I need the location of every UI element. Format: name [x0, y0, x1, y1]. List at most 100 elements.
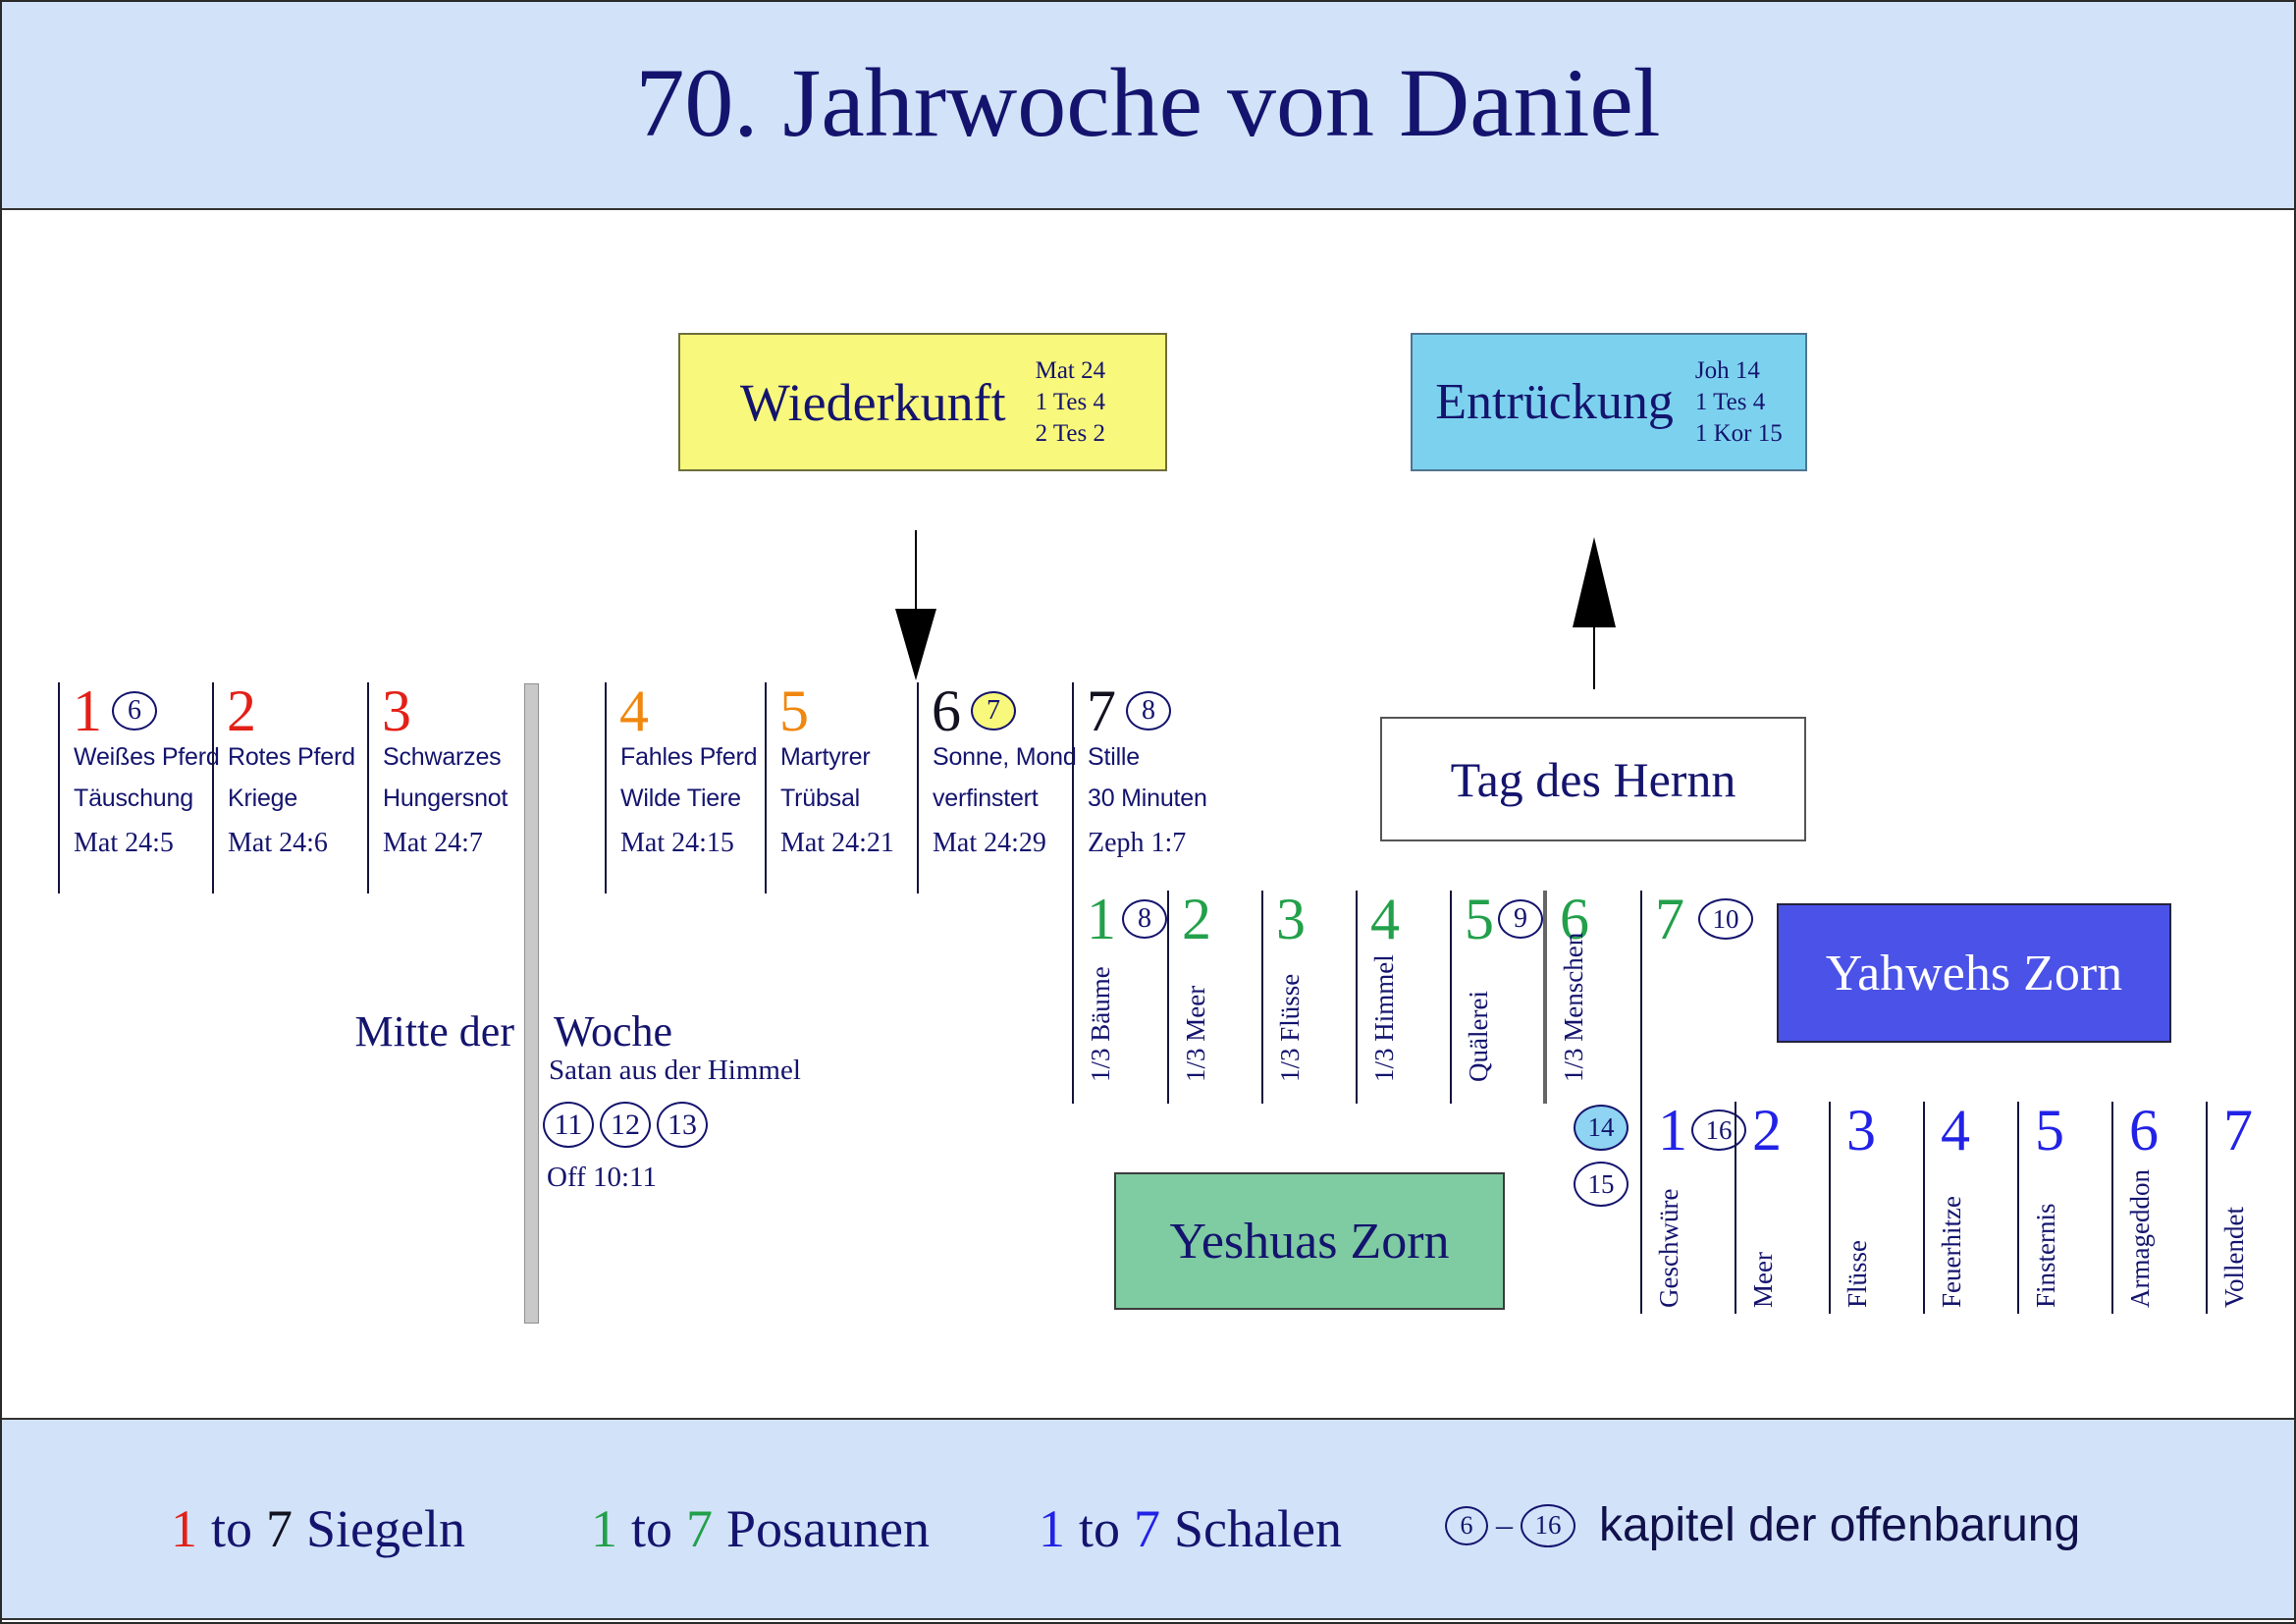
entrueckung-box: Entrückung Joh 14 1 Tes 4 1 Kor 15 — [1411, 333, 1807, 471]
ref-line: 2 Tes 2 — [1035, 419, 1105, 447]
trumpet-label: 1/3 Bäume — [1086, 966, 1115, 1082]
seal-head: 5 — [767, 678, 919, 743]
midweek-left-label: Mitte der — [354, 1007, 514, 1056]
wiederkunft-label: Wiederkunft — [739, 372, 1006, 432]
seal-ref: Mat 24:21 — [780, 828, 894, 858]
seal-column-4: 4 Fahles Pferd Wilde Tiere Mat 24:15 — [605, 681, 759, 893]
bowl-label: Flüsse — [1842, 1239, 1872, 1308]
ref-line: 1 Kor 15 — [1694, 419, 1783, 447]
bowl-column-6: 6 Armageddon — [2111, 1098, 2206, 1314]
trumpet-number: 7 — [1655, 887, 1684, 951]
seal-desc: Fahles Pferd — [620, 743, 758, 771]
bowl-column-2: 2 Meer — [1735, 1101, 1829, 1314]
legend-label: Siegeln — [306, 1499, 465, 1558]
seal-head: 1 6 — [60, 678, 212, 743]
seal-head: 6 7 — [919, 681, 1071, 740]
trumpet-label: Quälerei — [1464, 991, 1493, 1082]
seal-head: 4 — [607, 681, 759, 740]
tag-des-hernn-label: Tag des Hernn — [1450, 751, 1736, 807]
seal-number: 5 — [779, 678, 809, 743]
seal-number: 3 — [382, 678, 411, 743]
trumpet-label: 1/3 Flüsse — [1275, 973, 1305, 1082]
bowl-head: 6 — [2113, 1098, 2206, 1163]
chapter-badge-icon: 11 — [543, 1102, 594, 1148]
seal-column-2: 2 Rotes Pferd Kriege Mat 24:6 — [212, 678, 366, 893]
up-arrow-line — [1593, 626, 1595, 689]
trumpet-number: 4 — [1370, 887, 1400, 951]
legend-label: kapitel der offenbarung — [1599, 1499, 2081, 1551]
legend-to-word: to — [211, 1499, 253, 1558]
bowl-column-7: 7 Vollendet — [2206, 1101, 2294, 1314]
footer-band — [2, 1418, 2294, 1620]
bowl-head: 1 16 — [1642, 1101, 1746, 1160]
bowl-number: 3 — [1846, 1098, 1876, 1163]
trumpet-number: 3 — [1276, 887, 1306, 951]
seal-desc: Wilde Tiere — [620, 785, 741, 812]
trumpet-column-1: 1 8 1/3 Bäume — [1074, 887, 1169, 1104]
legend-from: 1 — [171, 1499, 197, 1558]
up-arrow-icon — [1573, 537, 1616, 627]
trumpet-number: 1 — [1087, 887, 1116, 951]
seal-desc: Hungersnot — [383, 785, 508, 812]
chapter-badge-icon: 15 — [1574, 1162, 1629, 1207]
bowl-number: 6 — [2129, 1098, 2159, 1163]
chapter-badge-icon: 7 — [971, 691, 1016, 731]
midweek-note: Satan aus der Himmel — [549, 1055, 801, 1086]
seal-ref: Mat 24:15 — [620, 828, 734, 858]
bowl-head: 7 — [2208, 1101, 2294, 1160]
ref-line: Mat 24 — [1035, 356, 1106, 384]
bowl-label: Feuerhitze — [1937, 1196, 1966, 1308]
bowl-number: 5 — [2035, 1098, 2064, 1163]
yeshuas-zorn-box: Yeshuas Zorn — [1114, 1172, 1505, 1310]
seal-head: 3 — [369, 678, 521, 743]
chapter-badge-icon: 16 — [1521, 1503, 1575, 1547]
legend-from: 1 — [591, 1499, 617, 1558]
ref-line: 1 Tes 4 — [1035, 388, 1105, 415]
legend-from: 1 — [1039, 1499, 1065, 1558]
chapter-badge-icon: 6 — [112, 691, 157, 731]
bowl-number: 4 — [1941, 1098, 1970, 1163]
trumpet-number: 6 — [1560, 887, 1589, 951]
chapter-badge-icon: 12 — [600, 1102, 651, 1148]
legend-siegeln: 1 to 7 Siegeln — [171, 1498, 465, 1559]
bowl-label: Vollendet — [2219, 1207, 2249, 1308]
legend-label: Posaunen — [726, 1499, 930, 1558]
entrueckung-label: Entrückung — [1435, 374, 1674, 430]
bowl-column-1: 1 16 Geschwüre — [1642, 1101, 1746, 1314]
seal-column-6: 6 7 Sonne, Mond verfinstert Mat 24:29 — [917, 681, 1077, 893]
seal-ref: Zeph 1:7 — [1088, 828, 1187, 858]
down-arrow-line — [915, 530, 917, 609]
seal-ref: Mat 24:5 — [74, 828, 174, 858]
chapter-badge-icon: 6 — [1445, 1505, 1488, 1545]
seal-desc: Rotes Pferd — [228, 743, 355, 771]
seal-number: 1 — [73, 678, 102, 743]
seal-number: 7 — [1087, 678, 1116, 743]
midweek-ref: Off 10:11 — [547, 1162, 657, 1193]
trumpet-column-2: 2 1/3 Meer — [1167, 890, 1262, 1104]
ref-line: Joh 14 — [1694, 356, 1760, 384]
legend-to-word: to — [631, 1499, 673, 1558]
wiederkunft-box: Wiederkunft Mat 24 1 Tes 4 2 Tes 2 — [678, 333, 1167, 471]
legend-dash: – — [1496, 1506, 1513, 1543]
trumpet-column-3: 3 1/3 Flüsse — [1261, 887, 1357, 1104]
trumpet-head: 3 — [1263, 887, 1357, 951]
trumpet-number: 5 — [1465, 887, 1494, 951]
seal-ref: Mat 24:6 — [228, 828, 328, 858]
trumpet-head: 7 10 — [1642, 887, 1753, 951]
bowl-label: Meer — [1748, 1252, 1778, 1308]
legend-to-num: 7 — [266, 1499, 294, 1558]
seal-desc: Trübsal — [780, 785, 861, 812]
seal-desc: Täuschung — [74, 785, 193, 812]
trumpet-column-6: 6 1/3 Menschen — [1543, 887, 1638, 1104]
seal-desc: Kriege — [228, 785, 298, 812]
legend-schalen: 1 to 7 Schalen — [1039, 1498, 1342, 1559]
seal-number: 2 — [227, 678, 256, 743]
seal-column-3: 3 Schwarzes Hungersnot Mat 24:7 — [367, 678, 521, 893]
chapter-badge-icon: 8 — [1122, 899, 1167, 939]
seal-desc: 30 Minuten — [1088, 785, 1207, 812]
bowl-head: 3 — [1831, 1098, 1923, 1163]
seal-desc: Martyrer — [780, 743, 871, 771]
chapter-badge-icon: 13 — [657, 1102, 708, 1148]
bowl-column-5: 5 Finsternis — [2017, 1098, 2111, 1314]
legend-to-word: to — [1079, 1499, 1121, 1558]
